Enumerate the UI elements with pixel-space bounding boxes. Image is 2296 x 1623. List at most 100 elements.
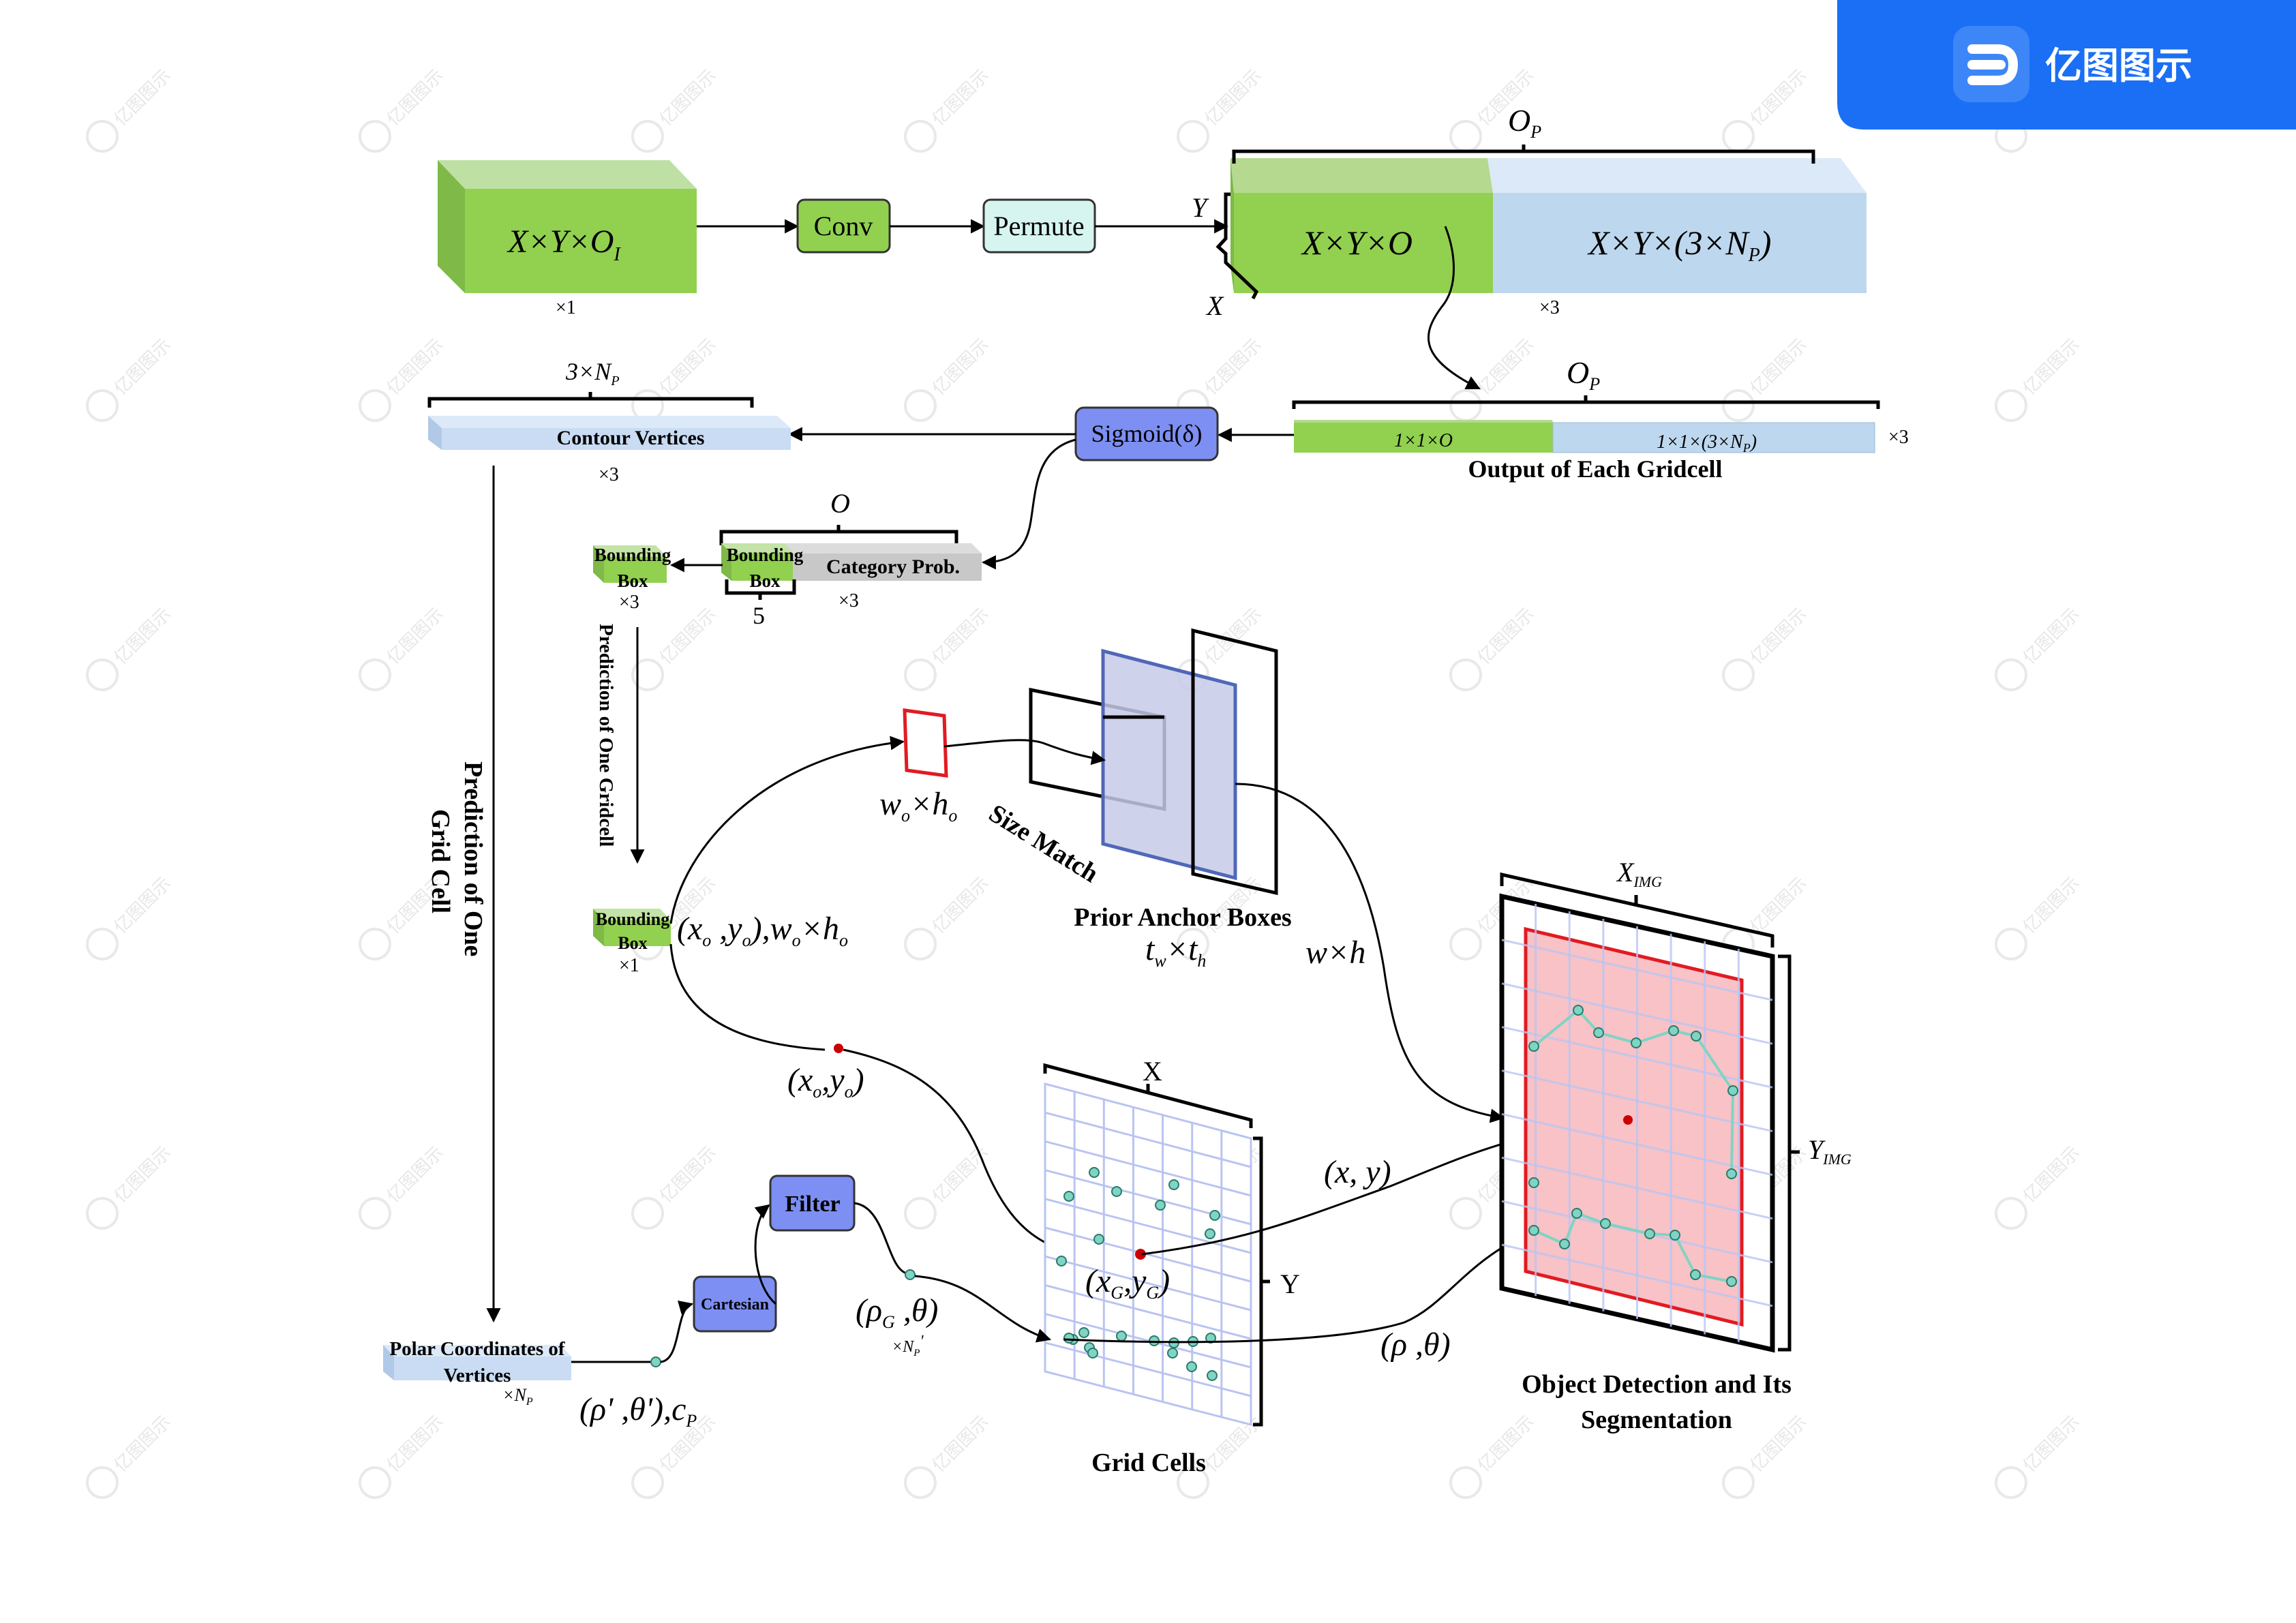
- svg-text:亿图图示: 亿图图示: [2019, 1142, 2084, 1207]
- polar-params: (ρ' ,θ'),cP: [579, 1391, 697, 1431]
- svg-text:亿图图示: 亿图图示: [1201, 1412, 1266, 1476]
- svg-text:亿图图示: 亿图图示: [656, 1142, 721, 1207]
- output-brace-label: O: [1508, 103, 1530, 138]
- svg-text:亿图图示: 亿图图示: [110, 1142, 175, 1207]
- svg-text:亿图图示: 亿图图示: [1201, 65, 1266, 130]
- output-dim-braces: [1215, 145, 1815, 300]
- bbox-mid-line2: Box: [618, 933, 647, 953]
- svg-text:亿图图示: 亿图图示: [110, 1412, 175, 1476]
- svg-text:亿图图示: 亿图图示: [1474, 335, 1539, 399]
- svg-text:X×Y×O: X×Y×O: [1301, 224, 1413, 262]
- grid-caption: Grid Cells: [1091, 1448, 1206, 1477]
- conv-label: Conv: [814, 211, 873, 241]
- cartesian-block: Cartesian: [693, 1275, 777, 1333]
- rho-theta-label: (ρ ,θ): [1380, 1326, 1451, 1363]
- category-bbox-line1: Bounding: [727, 545, 804, 565]
- output-tensor-left: X×Y×O: [1301, 224, 1413, 262]
- filter-label: Filter: [785, 1192, 840, 1217]
- svg-text:亿图图示: 亿图图示: [383, 604, 448, 669]
- bbox-left-line1: Bounding: [594, 545, 671, 565]
- conv-block: Conv: [796, 198, 891, 254]
- bbox-left-line2: Box: [617, 571, 648, 591]
- svg-text:亿图图示: 亿图图示: [1747, 335, 1811, 399]
- size-match-label: Size Match: [984, 799, 1103, 888]
- contour-vertices: 3×NP Contour Vertices ×3: [427, 358, 791, 485]
- center-point: [834, 1044, 843, 1053]
- svg-text:亿图图示: 亿图图示: [1747, 1412, 1811, 1476]
- output-tensor-multiplier: ×3: [1539, 297, 1560, 318]
- permute-block: Permute: [982, 198, 1096, 254]
- anchor-tw-th: tw×th: [1145, 931, 1206, 971]
- center-label: (xo,yo): [787, 1062, 864, 1102]
- category-prob: O Bounding Box Category Prob. 5 ×3: [719, 488, 982, 629]
- svg-text:亿图图示: 亿图图示: [656, 65, 721, 130]
- image-caption-line2: Segmentation: [1581, 1406, 1732, 1434]
- svg-text:亿图图示: 亿图图示: [2019, 335, 2084, 399]
- svg-text:亿图图示: 亿图图示: [383, 335, 448, 399]
- svg-text:亿图图示: 亿图图示: [383, 1142, 448, 1207]
- contour-brace-label: 3×N: [565, 358, 612, 385]
- svg-text:亿图图示: 亿图图示: [2019, 604, 2084, 669]
- brand-name: 亿图图示: [2045, 44, 2192, 87]
- bbox-mid: Bounding Box ×1: [593, 909, 671, 976]
- svg-text:亿图图示: 亿图图示: [2019, 873, 2084, 938]
- rho-g-multiplier: ×NP': [892, 1333, 924, 1359]
- svg-text:X×Y×OI: X×Y×OI: [507, 224, 621, 265]
- object-detection-image: [1499, 872, 1800, 1353]
- svg-text:3×NP: 3×NP: [565, 358, 620, 389]
- bbox-left-multiplier: ×3: [619, 592, 639, 613]
- vertical-label-grid-cell-line2: Grid Cell: [426, 809, 455, 913]
- gridcell-right-label: 1×1×(3×N: [1657, 431, 1744, 453]
- gridcell-output: OP 1×1×O 1×1×(3×NP) ×3 Output of Each Gr…: [1292, 355, 1909, 483]
- gridcell-caption: Output of Each Gridcell: [1468, 455, 1722, 483]
- svg-text:OP: OP: [1567, 355, 1600, 394]
- input-tensor: X×Y×OI ×1: [438, 160, 697, 318]
- svg-text:亿图图示: 亿图图示: [110, 873, 175, 938]
- brand-logo-icon: [1953, 26, 2029, 102]
- svg-text:OP: OP: [1508, 103, 1541, 142]
- svg-text:亿图图示: 亿图图示: [1747, 873, 1811, 938]
- category-multiplier: ×3: [839, 590, 859, 611]
- contour-multiplier: ×3: [599, 464, 619, 485]
- permute-label: Permute: [993, 211, 1084, 241]
- svg-text:亿图图示: 亿图图示: [110, 604, 175, 669]
- input-tensor-multiplier: ×1: [556, 297, 576, 318]
- brand-badge: 亿图图示: [1837, 0, 2296, 130]
- vertical-label-grid-cell-line1: Prediction of One: [459, 761, 487, 956]
- svg-text:亿图图示: 亿图图示: [928, 1412, 993, 1476]
- prior-anchor-label: Prior Anchor Boxes: [1074, 903, 1291, 932]
- category-label: Category Prob.: [826, 556, 960, 578]
- output-dim-y: Y: [1192, 192, 1209, 223]
- category-bbox-line2: Box: [749, 571, 781, 591]
- svg-text:亿图图示: 亿图图示: [928, 335, 993, 399]
- svg-text:亿图图示: 亿图图示: [928, 1142, 993, 1207]
- svg-text:亿图图示: 亿图图示: [110, 335, 175, 399]
- polar-vertices: Polar Coordinates of Vertices ×NP: [383, 1338, 571, 1408]
- prior-anchor-boxes: [943, 628, 1278, 896]
- grid-cells: [1043, 1063, 1270, 1427]
- sigmoid-label: Sigmoid(δ): [1091, 420, 1203, 447]
- svg-text:亿图图示: 亿图图示: [656, 604, 721, 669]
- svg-text:亿图图示: 亿图图示: [383, 65, 448, 130]
- svg-text:亿图图示: 亿图图示: [2019, 1412, 2084, 1476]
- image-x-label: XIMG: [1616, 857, 1662, 890]
- svg-text:亿图图示: 亿图图示: [1747, 65, 1811, 130]
- bbox-mid-multiplier: ×1: [619, 955, 639, 976]
- svg-text:亿图图示: 亿图图示: [656, 335, 721, 399]
- gridcell-multiplier: ×3: [1888, 427, 1909, 448]
- bbox-left: Bounding Box ×3: [593, 545, 671, 613]
- filter-block: Filter: [769, 1174, 856, 1232]
- svg-text:亿图图示: 亿图图示: [928, 65, 993, 130]
- svg-text:X×Y×(3×NP): X×Y×(3×NP): [1587, 224, 1771, 266]
- category-brace-label: O: [830, 488, 850, 519]
- category-five: 5: [753, 602, 765, 629]
- cartesian-label: Cartesian: [701, 1296, 769, 1314]
- input-tensor-sub: I: [613, 244, 621, 265]
- wh-label: w×h: [1305, 935, 1365, 971]
- output-tensor-right: X×Y×(3×N: [1587, 224, 1750, 262]
- bbox-params: (xo ,yo),wo×ho: [677, 911, 848, 950]
- xg-yg-label: (xG,yG): [1085, 1263, 1170, 1303]
- svg-text:亿图图示: 亿图图示: [110, 65, 175, 130]
- output-tensor: X×Y×O X×Y×(3×NP) ×3: [1230, 158, 1867, 318]
